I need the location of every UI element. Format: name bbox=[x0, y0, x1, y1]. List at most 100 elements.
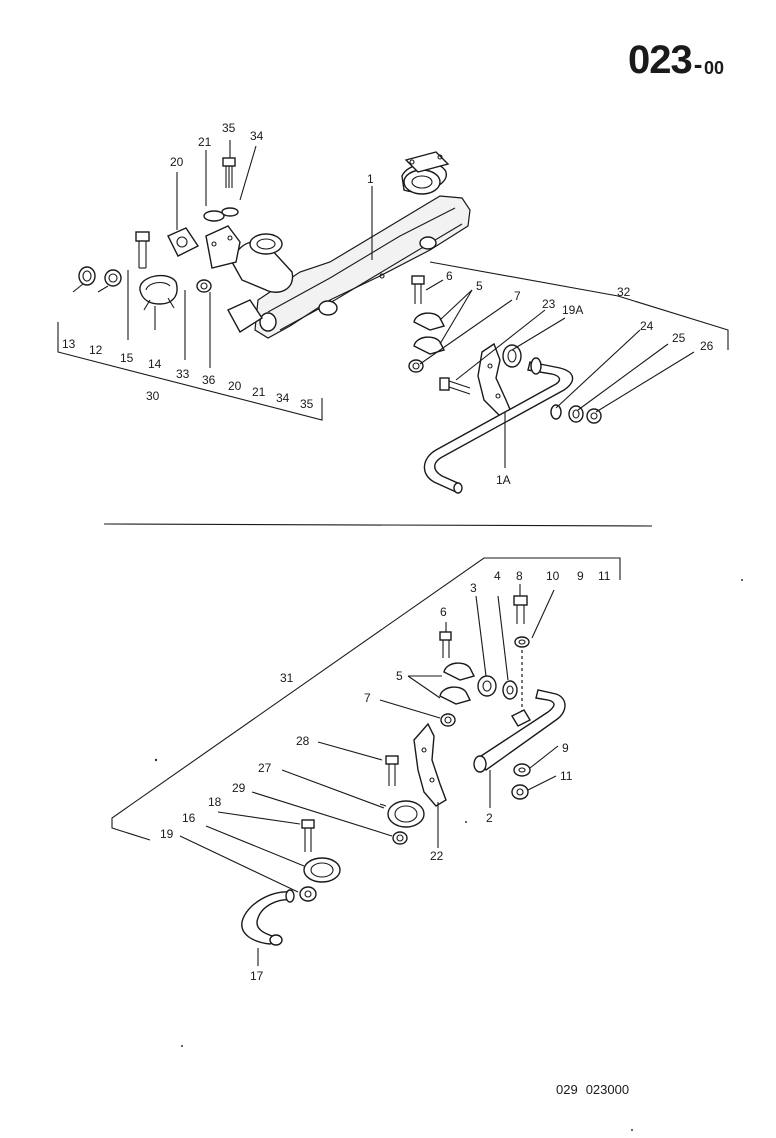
nut-part-7-lower bbox=[440, 713, 456, 727]
callout-5-upper: 5 bbox=[476, 279, 483, 293]
nut-part-7-upper bbox=[408, 359, 424, 373]
callout-13: 13 bbox=[62, 337, 76, 351]
clamp-part-27 bbox=[379, 800, 425, 828]
bolt-part-8 bbox=[513, 595, 528, 624]
callout-7-lower: 7 bbox=[364, 691, 371, 705]
callout-29: 29 bbox=[232, 781, 246, 795]
grommet-part-3 bbox=[477, 675, 497, 697]
upper-leader-lines bbox=[57, 140, 729, 468]
clamp-part-14 bbox=[139, 274, 178, 311]
washer-part-10 bbox=[514, 636, 530, 648]
bolt-part-15 bbox=[135, 231, 150, 269]
ring-part-25 bbox=[568, 405, 584, 423]
footer-right-code: 023000 bbox=[585, 1082, 630, 1097]
washer-part-21 bbox=[203, 207, 239, 222]
bracket-part-22 bbox=[413, 722, 447, 807]
pipe-part-17 bbox=[241, 889, 295, 946]
drawing-reference-code: 029 023000 bbox=[556, 1082, 637, 1097]
nut-part-29 bbox=[392, 831, 408, 845]
callout-35-group: 35 bbox=[300, 397, 314, 411]
pipe-part-upper bbox=[423, 357, 574, 494]
callout-23: 23 bbox=[542, 297, 556, 311]
lower-assembly: 31 3 4 8 10 9 11 6 5 7 28 27 29 18 16 19… bbox=[111, 557, 621, 983]
nut-part-19 bbox=[299, 886, 317, 902]
callout-15: 15 bbox=[120, 351, 134, 365]
callout-2: 2 bbox=[486, 811, 493, 825]
callout-30: 30 bbox=[146, 389, 160, 403]
callout-20: 20 bbox=[170, 155, 184, 169]
callout-17: 17 bbox=[250, 969, 264, 983]
section-divider bbox=[103, 523, 653, 527]
bolt-part-28 bbox=[385, 755, 399, 786]
callout-32: 32 bbox=[617, 285, 631, 299]
clamp-part-16 bbox=[303, 857, 341, 883]
callout-3: 3 bbox=[470, 581, 477, 595]
group-bracket-31 bbox=[111, 557, 621, 841]
upper-callouts: 1 13 12 15 14 33 36 20 21 34 35 30 20 21… bbox=[62, 121, 714, 487]
callout-22: 22 bbox=[430, 849, 444, 863]
callout-24: 24 bbox=[640, 319, 654, 333]
washer-part-24 bbox=[550, 404, 562, 420]
nut-part-33 bbox=[196, 279, 212, 293]
group-number: 023 bbox=[628, 38, 693, 82]
pipe-part-2 bbox=[473, 689, 566, 773]
ring-part-12 bbox=[104, 269, 122, 287]
callout-33: 33 bbox=[176, 367, 190, 381]
callout-8: 8 bbox=[516, 569, 523, 583]
callout-19: 19 bbox=[160, 827, 174, 841]
ring-part-13 bbox=[78, 266, 96, 286]
callout-35: 35 bbox=[222, 121, 236, 135]
ring-part-4 bbox=[502, 680, 518, 700]
diagram-subgroup: 00 bbox=[704, 58, 725, 78]
print-specks bbox=[154, 579, 743, 1131]
clip-part-5-lower bbox=[439, 662, 476, 705]
group-separator: - bbox=[693, 49, 703, 79]
callout-31: 31 bbox=[280, 671, 294, 685]
callout-11-group: 11 bbox=[598, 569, 611, 583]
callout-12: 12 bbox=[89, 343, 103, 357]
callout-16: 16 bbox=[182, 811, 196, 825]
elbow-outlet bbox=[205, 225, 294, 293]
callout-21-group: 21 bbox=[252, 385, 266, 399]
gasket-part-20 bbox=[167, 227, 200, 257]
callout-9-group: 9 bbox=[577, 569, 584, 583]
bolt-part-6-lower bbox=[439, 631, 452, 658]
callout-26: 26 bbox=[700, 339, 714, 353]
callout-11: 11 bbox=[560, 769, 573, 783]
callout-36: 36 bbox=[202, 373, 216, 387]
callout-20-group: 20 bbox=[228, 379, 242, 393]
bolt-part-18 bbox=[301, 819, 315, 852]
upper-assembly: 1 13 12 15 14 33 36 20 21 34 35 30 20 21… bbox=[57, 121, 729, 494]
callout-6-lower: 6 bbox=[440, 605, 447, 619]
callout-1A: 1A bbox=[496, 473, 511, 487]
lower-callouts: 31 3 4 8 10 9 11 6 5 7 28 27 29 18 16 19… bbox=[160, 569, 611, 983]
manifold-part-1 bbox=[227, 151, 471, 339]
bracket-part-1A bbox=[477, 342, 513, 417]
nut-part-11 bbox=[511, 784, 529, 800]
callout-9: 9 bbox=[562, 741, 569, 755]
callout-18: 18 bbox=[208, 795, 222, 809]
callout-5-lower: 5 bbox=[396, 669, 403, 683]
callout-10: 10 bbox=[546, 569, 560, 583]
bolt-part-6-upper bbox=[411, 275, 425, 304]
washer-part-9 bbox=[513, 763, 531, 777]
nut-part-26 bbox=[586, 408, 602, 424]
callout-6-upper: 6 bbox=[446, 269, 453, 283]
callout-34: 34 bbox=[250, 129, 264, 143]
callout-1: 1 bbox=[367, 172, 374, 186]
callout-19A: 19A bbox=[562, 303, 583, 317]
callout-28: 28 bbox=[296, 734, 310, 748]
diagram-group-number: 023- bbox=[628, 38, 703, 83]
grommet-part-19A bbox=[502, 344, 522, 368]
footer-left-code: 029 bbox=[556, 1082, 578, 1097]
callout-27: 27 bbox=[258, 761, 272, 775]
bolt-part-23 bbox=[439, 377, 471, 395]
bolt-part-35 bbox=[222, 157, 236, 188]
callout-14: 14 bbox=[148, 357, 162, 371]
lower-leader-lines bbox=[179, 584, 559, 966]
callout-7-upper: 7 bbox=[514, 289, 521, 303]
callout-25: 25 bbox=[672, 331, 686, 345]
callout-34-group: 34 bbox=[276, 391, 290, 405]
